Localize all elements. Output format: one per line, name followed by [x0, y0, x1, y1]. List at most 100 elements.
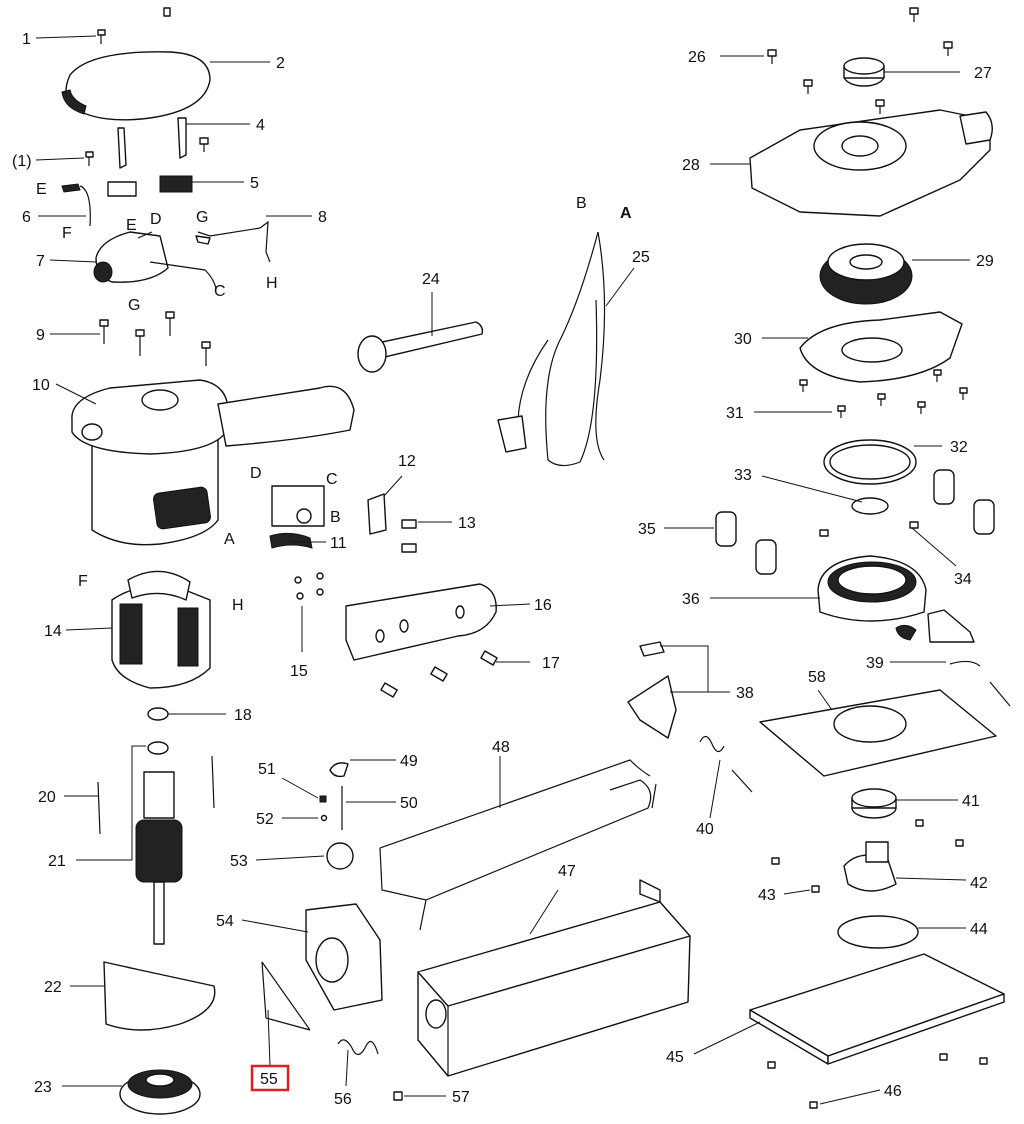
fan-part-23	[119, 1069, 201, 1115]
screws-part-9	[99, 311, 211, 366]
label-46: 46	[884, 1083, 902, 1100]
spring-part-56	[337, 1039, 379, 1056]
bearing-housing-part-36	[817, 555, 927, 622]
label-55: 55	[260, 1071, 278, 1088]
label-11: 11	[330, 535, 347, 552]
label-47: 47	[558, 863, 576, 880]
bracket-part-55	[261, 961, 311, 1031]
label-56: 56	[334, 1091, 352, 1108]
dampers-part-35	[715, 469, 995, 575]
label-17: 17	[542, 655, 560, 672]
cover-part-2	[65, 51, 211, 121]
armature-part-21	[135, 741, 183, 945]
label-44: 44	[970, 921, 988, 938]
label-54: 54	[216, 913, 234, 930]
screws-top-right	[767, 7, 953, 114]
label-22: 22	[44, 979, 62, 996]
label-43: 43	[758, 887, 776, 904]
label-41: 41	[962, 793, 980, 810]
label-1-paren: (1)	[12, 153, 32, 170]
switch-box-part-54	[305, 903, 383, 1011]
counterweight-part-42	[843, 854, 897, 892]
label-10: 10	[32, 377, 50, 394]
label-35: 35	[638, 521, 656, 538]
fan-guard-part-22	[103, 961, 216, 1031]
knob-part-49	[329, 762, 349, 778]
marker-F-stator: F	[78, 573, 88, 590]
base-housing-part-28	[749, 109, 993, 217]
part-labels: 1 (1) 2 4 5 6 7 8 9 10 11 12 13 14 15 16…	[12, 31, 994, 1108]
label-8: 8	[318, 209, 327, 226]
label-39: 39	[866, 655, 884, 672]
label-31: 31	[726, 405, 744, 422]
marker-A-switch: A	[224, 531, 235, 548]
label-51: 51	[258, 761, 276, 778]
label-29: 29	[976, 253, 994, 270]
marker-F-wire: F	[62, 225, 72, 242]
screw-1	[97, 7, 171, 44]
label-14: 14	[44, 623, 62, 640]
label-26: 26	[688, 49, 706, 66]
lever-part-38	[627, 675, 677, 739]
fan-part-29	[819, 243, 913, 305]
label-30: 30	[734, 331, 752, 348]
marker-E-wire: E	[36, 181, 47, 198]
cap-part-53	[326, 842, 354, 870]
label-38: 38	[736, 685, 754, 702]
base-pad-part-45	[749, 953, 1005, 1065]
handle-part-16	[345, 583, 497, 661]
brush-holders-part-4	[85, 117, 209, 169]
marker-H-stator: H	[232, 597, 244, 614]
label-53: 53	[230, 853, 248, 870]
label-58: 58	[808, 669, 826, 686]
label-16: 16	[534, 597, 552, 614]
label-57: 57	[452, 1089, 470, 1106]
power-cord-part-25	[497, 231, 606, 467]
marker-G-spring: G	[196, 209, 208, 226]
screws-part-31	[799, 369, 968, 418]
label-15: 15	[290, 663, 308, 680]
label-21: 21	[48, 853, 66, 870]
label-28: 28	[682, 157, 700, 174]
label-13: 13	[458, 515, 476, 532]
marker-A-cord: A	[620, 205, 632, 222]
switch-assembly-part-7	[93, 231, 217, 291]
label-49: 49	[400, 753, 418, 770]
stator-part-14	[111, 570, 211, 689]
motor-housing-part-10	[71, 379, 355, 546]
highlight-box-55	[250, 1064, 290, 1092]
screws-part-15	[294, 572, 324, 600]
ring-part-44	[837, 915, 919, 949]
marker-D-assembly: D	[150, 211, 162, 228]
washer-part-18	[147, 707, 169, 721]
label-1: 1	[22, 31, 31, 48]
label-48: 48	[492, 739, 510, 756]
label-18: 18	[234, 707, 252, 724]
spring-part-40	[699, 735, 725, 753]
marker-H-spring: H	[266, 275, 278, 292]
wire-markers: A A B B C C D D E E F F G G H H	[36, 181, 632, 614]
label-32: 32	[950, 439, 968, 456]
label-34: 34	[954, 571, 972, 588]
label-45: 45	[666, 1049, 684, 1066]
label-50: 50	[400, 795, 418, 812]
label-36: 36	[682, 591, 700, 608]
label-12: 12	[398, 453, 416, 470]
marker-B-cord: B	[576, 195, 587, 212]
ring-part-27	[843, 57, 885, 87]
label-5: 5	[250, 175, 259, 192]
label-2: 2	[276, 55, 285, 72]
label-42: 42	[970, 875, 988, 892]
label-6: 6	[22, 209, 31, 226]
carbon-brushes-part-5	[107, 175, 193, 197]
marker-G-assembly: G	[128, 297, 140, 314]
label-52: 52	[256, 811, 274, 828]
leader-lines	[35, 35, 970, 1105]
label-9: 9	[36, 327, 45, 344]
label-33: 33	[734, 467, 752, 484]
marker-C-assembly: C	[214, 283, 226, 300]
label-4: 4	[256, 117, 265, 134]
label-20: 20	[38, 789, 56, 806]
label-27: 27	[974, 65, 992, 82]
